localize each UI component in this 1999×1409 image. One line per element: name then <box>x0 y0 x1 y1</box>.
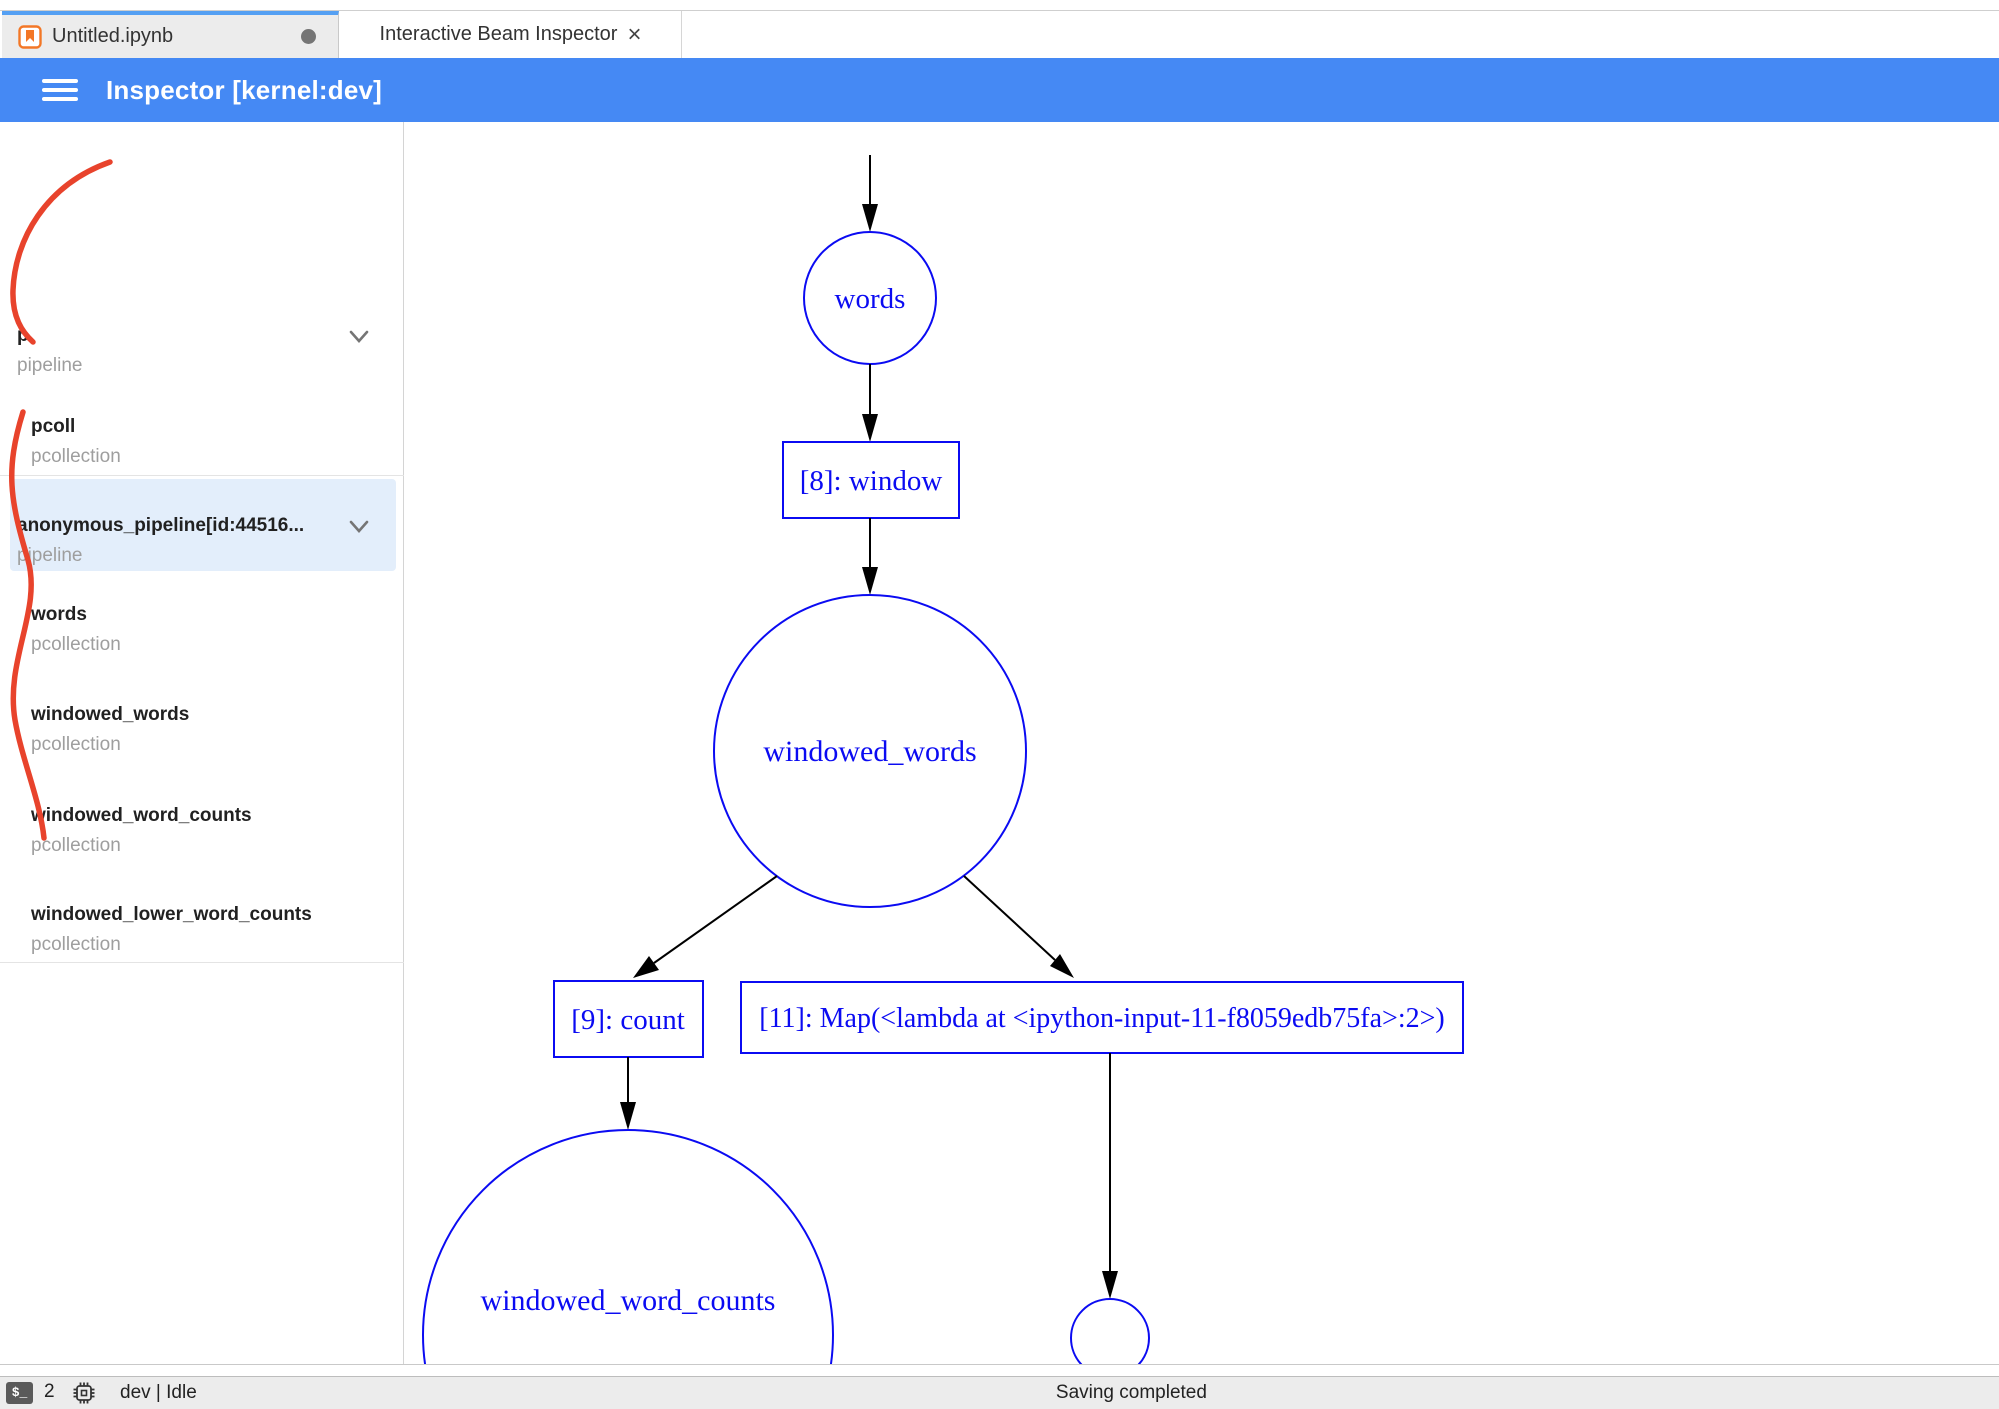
pcollection-name: windowed_word_counts <box>31 805 252 826</box>
arrowhead <box>862 414 878 442</box>
item-type: pcollection <box>31 446 121 467</box>
pcollection-name: windowed_lower_word_counts <box>31 904 312 925</box>
tab-untitled-notebook[interactable]: Untitled.ipynb <box>2 11 339 58</box>
pcollection-name: words <box>31 604 87 625</box>
node-windowed-word-counts <box>422 1129 834 1364</box>
node-windowed-words <box>713 594 1027 908</box>
terminal-count: 2 <box>44 1381 55 1402</box>
pipeline-sidebar: p pipeline pcoll pcollection anonymous_p… <box>0 122 404 1364</box>
item-type: pcollection <box>31 934 121 955</box>
sidebar-item-windowed-word-counts[interactable]: windowed_word_counts pcollection <box>0 804 435 858</box>
chevron-down-icon[interactable] <box>348 520 370 534</box>
divider <box>0 962 404 963</box>
node-map <box>740 981 1464 1054</box>
sidebar-item-words[interactable]: words pcollection <box>0 603 435 657</box>
node-window-label: [8]: window <box>800 465 943 497</box>
item-type: pcollection <box>31 634 121 655</box>
sidebar-item-windowed-lower-word-counts[interactable]: windowed_lower_word_counts pcollection <box>0 903 435 957</box>
tab-label: Untitled.ipynb <box>52 25 174 47</box>
pipeline-name: anonymous_pipeline[id:44516... <box>17 515 305 536</box>
node-count-label: [9]: count <box>571 1004 685 1036</box>
close-tab-icon[interactable]: × <box>627 20 642 48</box>
pcollection-name: pcoll <box>31 416 76 437</box>
node-windowed-word-counts-label: windowed_word_counts <box>481 1284 776 1317</box>
kernel-status[interactable]: dev | Idle <box>120 1382 197 1403</box>
item-type: pipeline <box>17 355 83 376</box>
pipeline-graph-panel: words [8]: window windowed_words <box>405 122 1999 1364</box>
inspector-content: p pipeline pcoll pcollection anonymous_p… <box>0 122 1999 1365</box>
item-type: pipeline <box>17 545 83 566</box>
edge-windowedwords-count <box>653 875 778 964</box>
kernel-chip-icon[interactable] <box>72 1381 96 1405</box>
tab-beam-inspector[interactable]: Interactive Beam Inspector × <box>340 11 682 58</box>
hamburger-menu-icon[interactable] <box>42 74 78 106</box>
pipeline-dag-svg: words [8]: window windowed_words <box>422 155 1464 1364</box>
node-words-label: words <box>835 283 906 315</box>
notebook-icon <box>18 24 42 49</box>
divider <box>0 475 404 476</box>
sidebar-item-windowed-words[interactable]: windowed_words pcollection <box>0 703 435 757</box>
unsaved-changes-dot <box>301 29 316 44</box>
chevron-down-icon[interactable] <box>348 330 370 344</box>
status-bar: $_ 2 dev | Idle Saving completed <box>0 1376 1999 1409</box>
node-unnamed-pcollection <box>1070 1298 1150 1364</box>
edge-windowedwords-map <box>963 875 1056 961</box>
terminal-icon[interactable]: $_ <box>6 1382 33 1404</box>
inspector-header: Inspector [kernel:dev] <box>0 58 1999 122</box>
arrowhead <box>862 204 878 232</box>
node-map-label: [11]: Map(<lambda at <ipython-input-11-f… <box>759 1003 1444 1034</box>
node-count <box>553 980 704 1058</box>
item-type: pcollection <box>31 835 121 856</box>
pcollection-name: windowed_words <box>31 704 190 725</box>
sidebar-item-pcoll[interactable]: pcoll pcollection <box>0 415 435 469</box>
node-windowed-words-label: windowed_words <box>763 735 976 768</box>
item-type: pcollection <box>31 734 121 755</box>
save-status-message: Saving completed <box>1055 1382 1207 1403</box>
arrowhead <box>862 567 878 595</box>
arrowhead <box>1102 1271 1118 1299</box>
inspector-title: Inspector [kernel:dev] <box>106 74 383 105</box>
arrowhead <box>633 956 659 978</box>
arrowhead <box>1050 954 1074 978</box>
tab-label: Interactive Beam Inspector <box>379 23 618 45</box>
selected-item-highlight <box>10 479 396 571</box>
node-window <box>782 441 960 519</box>
arrowhead <box>620 1102 636 1130</box>
tabs-row: Untitled.ipynb Interactive Beam Inspecto… <box>0 10 1999 59</box>
red-annotation-strokes <box>9 159 113 841</box>
tab-bar: Untitled.ipynb Interactive Beam Inspecto… <box>0 0 1999 58</box>
